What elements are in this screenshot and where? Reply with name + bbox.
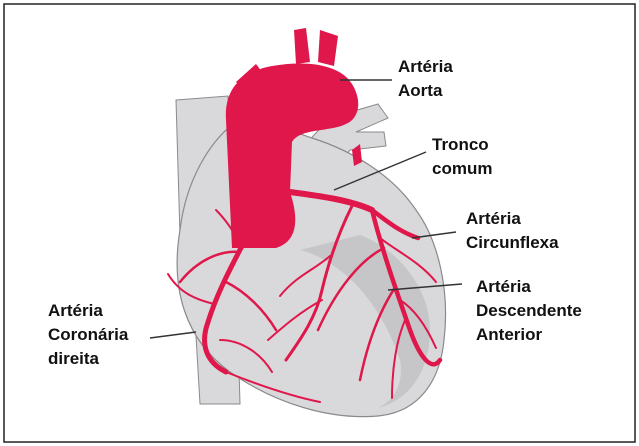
label-tronco-line-2: comum (432, 159, 492, 178)
label-descendente-line-2: Descendente (476, 301, 582, 320)
label-coronaria-line-1: Artéria (48, 301, 103, 320)
label-circunflexa-line-1: Artéria (466, 209, 521, 228)
label-aorta-line-1: Artéria (398, 57, 453, 76)
label-circunflexa-line-2: Circunflexa (466, 233, 559, 252)
label-aorta-line-2: Aorta (398, 81, 443, 100)
label-tronco-line-1: Tronco (432, 135, 489, 154)
label-descendente-line-1: Artéria (476, 277, 531, 296)
label-descendente-line-3: Anterior (476, 325, 543, 344)
label-coronaria-line-2: Coronária (48, 325, 129, 344)
label-coronaria-line-3: direita (48, 349, 100, 368)
